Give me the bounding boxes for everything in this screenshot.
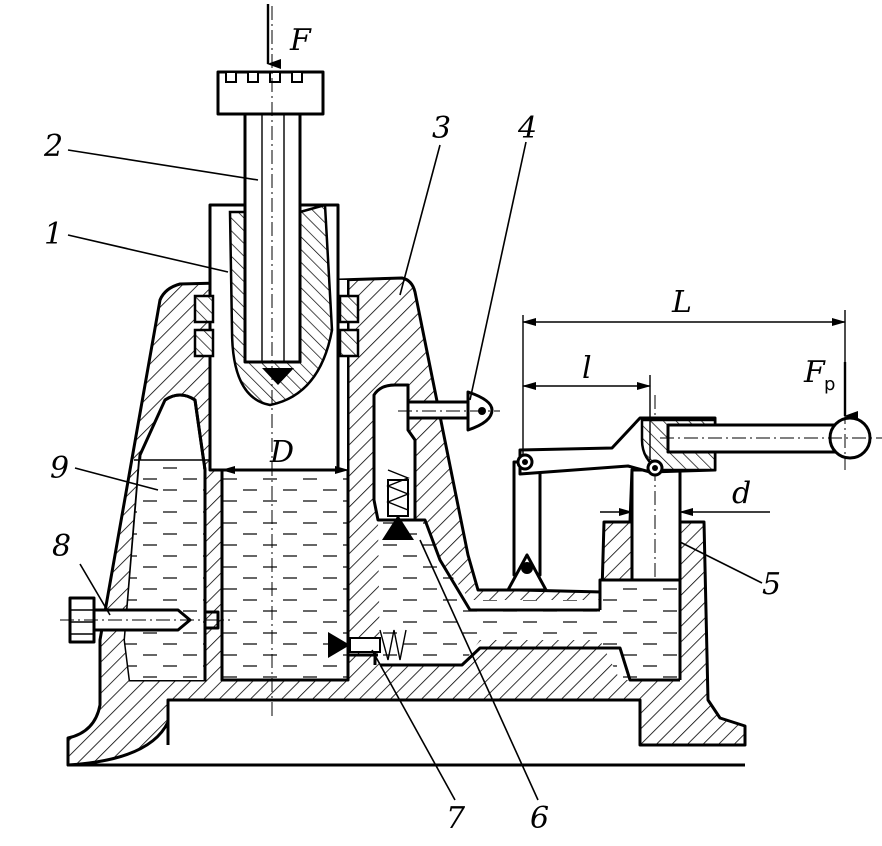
label-part-8: 8 — [52, 529, 71, 564]
check-valve-lower — [328, 629, 407, 661]
label-part-7: 7 — [446, 801, 466, 836]
fill-plug — [398, 390, 500, 432]
label-dim-l: l — [582, 351, 592, 386]
label-part-9: 9 — [50, 451, 69, 486]
label-part-3: 3 — [432, 111, 451, 146]
label-dim-D: D — [269, 435, 294, 470]
label-part-6: 6 — [530, 801, 549, 836]
label-force-f: F — [289, 23, 312, 58]
check-valve-upper — [382, 469, 414, 540]
label-force-fp-sub: p — [824, 374, 835, 395]
label-part-2: 2 — [43, 129, 63, 164]
label-dim-L: L — [671, 285, 692, 320]
label-part-1: 1 — [44, 217, 63, 252]
label-dim-d: d — [732, 476, 751, 511]
label-force-fp: F — [803, 355, 826, 390]
top-plate-teeth — [225, 71, 303, 83]
leader-lines — [67, 141, 763, 801]
seal-rings — [193, 294, 360, 358]
lever-dimensions — [522, 310, 846, 516]
release-screw — [60, 596, 230, 644]
labels: F F p L l D d 2 1 3 4 5 9 8 7 6 — [43, 23, 835, 836]
label-part-5: 5 — [762, 567, 781, 602]
label-part-4: 4 — [517, 111, 537, 146]
